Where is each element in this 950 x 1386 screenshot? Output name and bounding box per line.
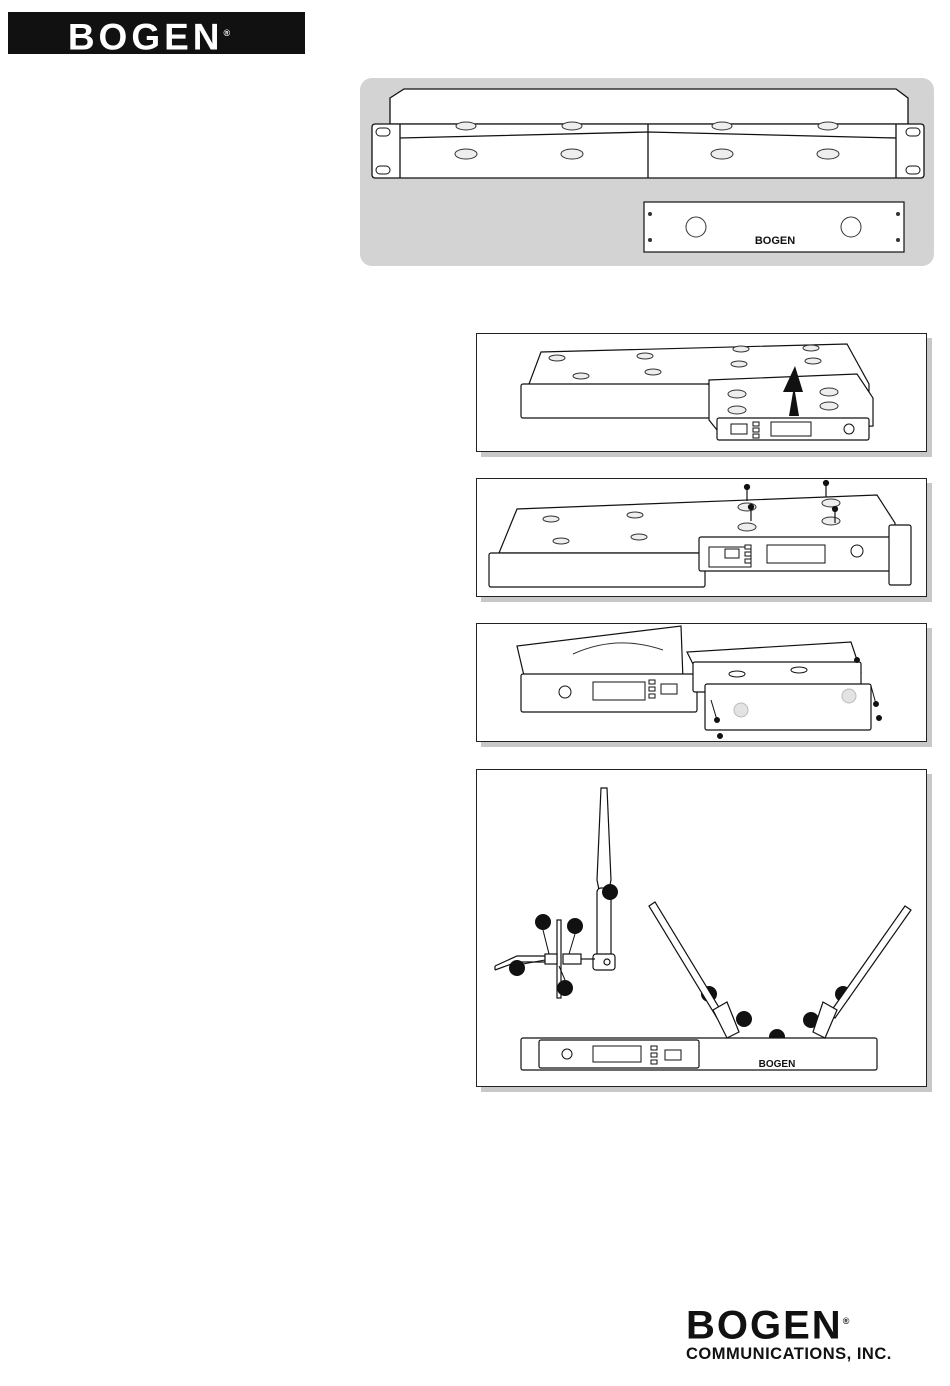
- blank-plate: BOGEN: [644, 202, 904, 252]
- figure-step-1: [476, 333, 927, 452]
- figure-step-3: [476, 623, 927, 742]
- blank-plate-logo: BOGEN: [755, 235, 795, 247]
- front-antennas: [649, 902, 911, 1038]
- footer-brand-text: BOGEN: [686, 1303, 843, 1347]
- footer-brand-mark: ®: [843, 1316, 850, 1326]
- header-logo-text: BOGEN: [68, 16, 224, 57]
- figure-step-3-illustration: [477, 624, 926, 741]
- header-logo: BOGEN®: [8, 12, 290, 54]
- figure-step-4: BOGEN: [476, 769, 927, 1087]
- footer-subtitle: COMMUNICATIONS, INC.: [686, 1345, 936, 1364]
- footer-logo: BOGEN® COMMUNICATIONS, INC.: [686, 1303, 936, 1364]
- rack-receiver-logo: BOGEN: [759, 1059, 796, 1070]
- rack-shelf: [372, 89, 924, 178]
- figure-step-1-illustration: [477, 334, 926, 451]
- footer-brand: BOGEN®: [686, 1303, 936, 1343]
- rack-kit-illustration: BOGEN: [360, 78, 934, 266]
- rack-receiver: [521, 1038, 877, 1070]
- remote-antenna: [593, 788, 615, 970]
- rack-kit-panel: BOGEN: [360, 78, 934, 266]
- figure-step-2: [476, 478, 927, 597]
- figure-step-2-illustration: [477, 479, 926, 596]
- figure-step-4-illustration: BOGEN: [477, 770, 926, 1086]
- header-logo-mark: ®: [224, 28, 231, 38]
